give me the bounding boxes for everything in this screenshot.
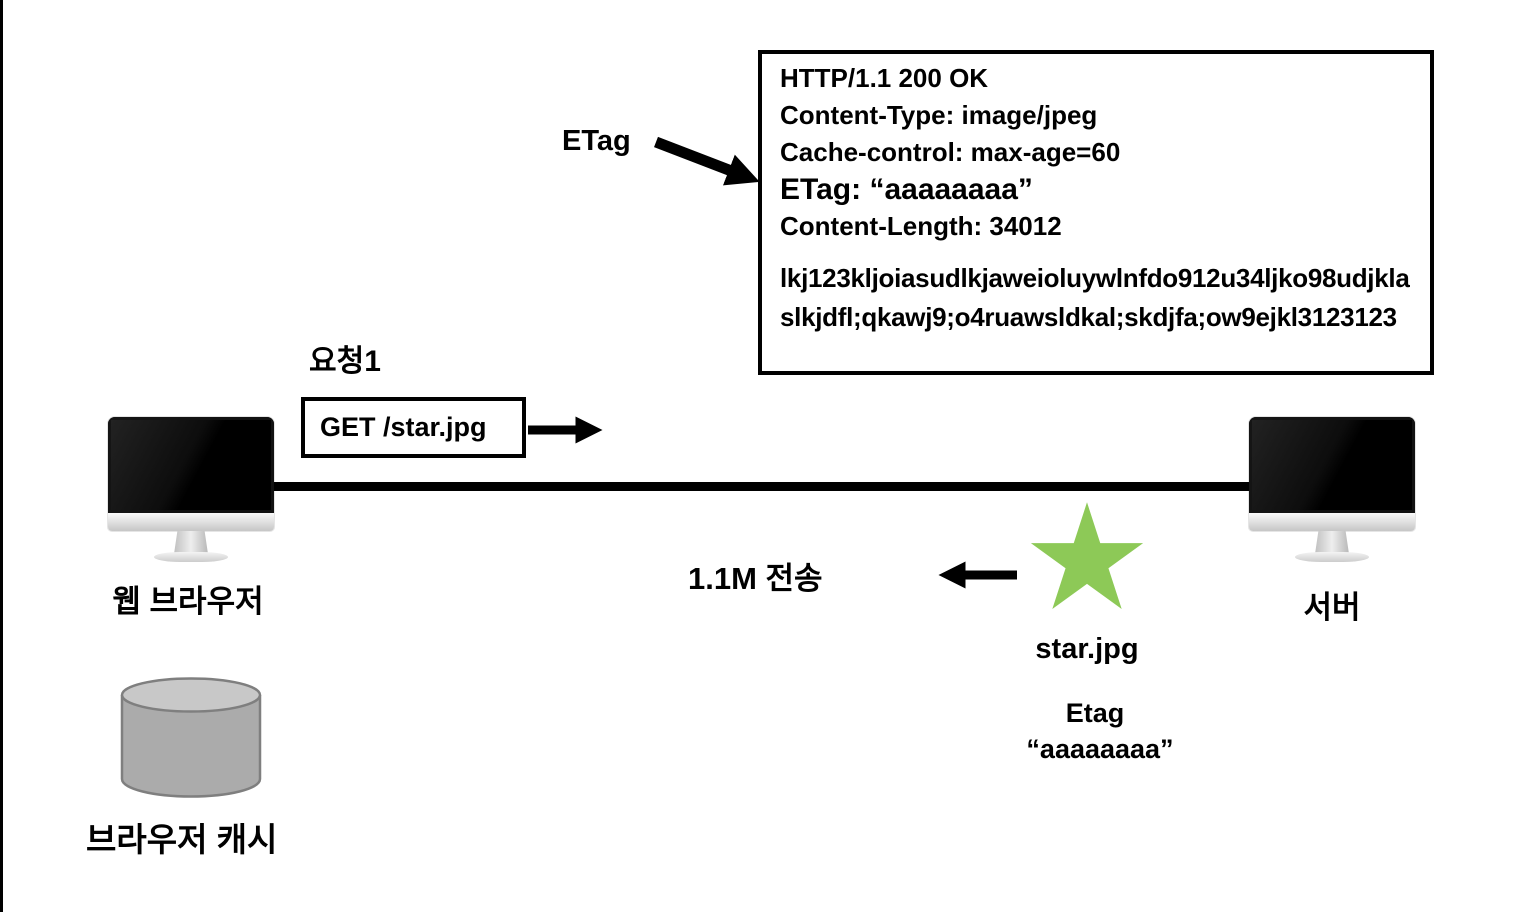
monitor-screen [108,417,274,513]
monitor-slab [1249,417,1415,531]
request1-label: 요청1 [309,345,381,378]
http-response-box: HTTP/1.1 200 OK Content-Type: image/jpeg… [758,50,1434,375]
response-cache-control: Cache-control: max-age=60 [780,137,1121,167]
transfer-size-label: 1.1M 전송 [688,561,823,596]
monitor-chin [108,513,274,531]
get-request-text: GET /star.jpg [320,412,487,442]
browser-label: 웹 브라우저 [112,584,264,619]
cache-cylinder-icon [120,677,262,798]
browser-monitor-icon [108,417,274,563]
get-request-box: GET /star.jpg [301,397,526,458]
etag-pointer-label: ETag [562,125,631,157]
etag-arrow [654,136,760,186]
monitor-base [1295,552,1369,562]
request-arrow [528,416,603,444]
monitor-chin [1249,513,1415,531]
server-monitor-icon [1249,417,1415,563]
monitor-base [154,552,228,562]
monitor-slab [108,417,274,531]
server-label: 서버 [1303,590,1361,625]
response-content-length: Content-Length: 34012 [780,211,1062,241]
star-etag-title: Etag [1065,698,1125,728]
response-body-payload: lkj123kljoiasudlkjaweioluywlnfdo912u34lj… [780,263,1410,332]
star-image-icon [1030,502,1144,610]
response-etag-header: ETag: “aaaaaaaa” [780,173,1033,206]
browser-cache-label: 브라우저 캐시 [86,821,278,858]
monitor-neck [1315,531,1349,554]
star-etag-value: “aaaaaaaa” [1026,734,1174,764]
response-arrow [938,561,1017,589]
star-filename-label: star.jpg [1035,633,1139,665]
connection-line [272,482,1255,491]
monitor-neck [174,531,208,554]
page-left-border [0,0,3,912]
response-content-type: Content-Type: image/jpeg [780,100,1098,130]
response-status-line: HTTP/1.1 200 OK [780,63,989,93]
monitor-screen [1249,417,1415,513]
